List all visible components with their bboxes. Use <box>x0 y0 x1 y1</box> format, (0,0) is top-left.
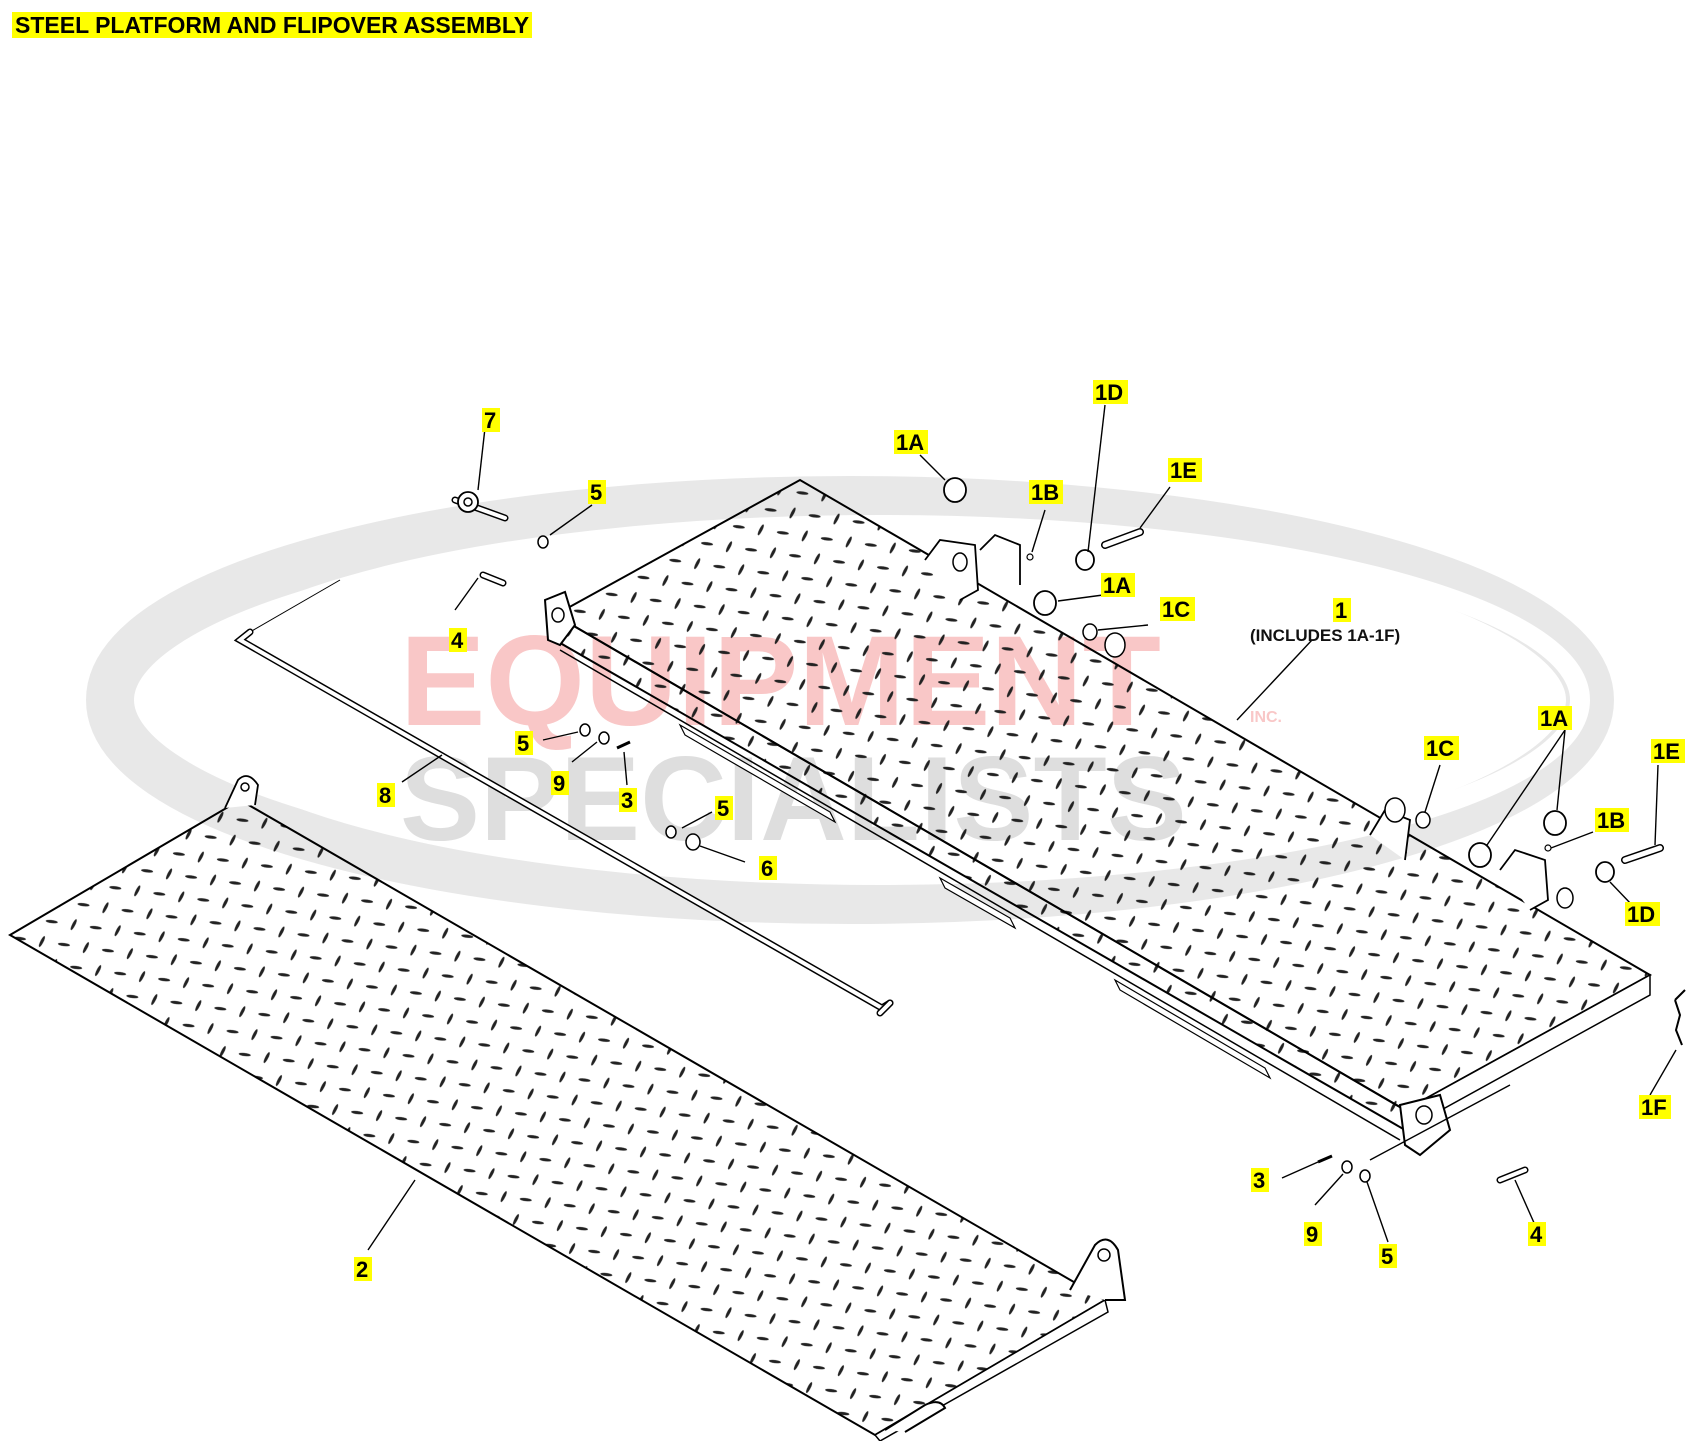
svg-text:8: 8 <box>379 783 391 808</box>
leader-lines <box>367 404 1677 1251</box>
callout-1C-mid: 1C <box>1160 597 1195 622</box>
callout-3-right: 3 <box>1251 1168 1269 1193</box>
svg-text:9: 9 <box>1306 1222 1318 1247</box>
callout-9-right: 9 <box>1304 1222 1322 1247</box>
svg-text:1A: 1A <box>1103 573 1131 598</box>
svg-text:1: 1 <box>1335 598 1347 623</box>
callout-1D-right: 1D <box>1625 902 1660 927</box>
svg-text:5: 5 <box>1381 1244 1393 1269</box>
svg-text:2: 2 <box>356 1257 368 1282</box>
callout-4-right: 4 <box>1528 1222 1546 1247</box>
callout-3-left: 3 <box>619 788 637 813</box>
callout-1D-top: 1D <box>1093 380 1128 405</box>
svg-text:6: 6 <box>761 856 773 881</box>
svg-text:5: 5 <box>717 796 729 821</box>
callout-5-left: 5 <box>515 731 533 756</box>
callout-1-note: (INCLUDES 1A-1F) <box>1250 626 1400 645</box>
callout-6: 6 <box>759 856 777 881</box>
callout-4: 4 <box>449 628 467 653</box>
callout-1: 1 <box>1333 598 1351 623</box>
watermark-swoosh-inner <box>170 515 1590 885</box>
svg-text:1B: 1B <box>1597 808 1625 833</box>
svg-text:7: 7 <box>484 408 496 433</box>
callout-5: 5 <box>588 480 606 505</box>
svg-text:1E: 1E <box>1170 458 1197 483</box>
callout-1E-top: 1E <box>1168 458 1202 483</box>
callout-1C-right: 1C <box>1424 736 1459 761</box>
svg-text:1C: 1C <box>1426 736 1454 761</box>
callout-1A-top: 1A <box>894 430 928 455</box>
hardware-parts <box>451 477 1686 1184</box>
svg-text:5: 5 <box>590 480 602 505</box>
callout-1A-mid: 1A <box>1101 573 1135 598</box>
callout-7: 7 <box>482 408 500 433</box>
callout-1F: 1F <box>1639 1095 1671 1120</box>
watermark-suffix: INC. <box>1250 709 1282 726</box>
svg-text:1F: 1F <box>1641 1095 1667 1120</box>
svg-text:1D: 1D <box>1627 902 1655 927</box>
callout-1E-right: 1E <box>1651 739 1685 764</box>
callout-9-left: 9 <box>551 771 569 796</box>
svg-text:3: 3 <box>1253 1168 1265 1193</box>
svg-text:1C: 1C <box>1162 597 1190 622</box>
callout-1B-top: 1B <box>1029 480 1063 505</box>
svg-text:1E: 1E <box>1653 739 1680 764</box>
svg-text:1A: 1A <box>1540 706 1568 731</box>
svg-text:1B: 1B <box>1031 480 1059 505</box>
page-title: STEEL PLATFORM AND FLIPOVER ASSEMBLY <box>12 12 533 38</box>
svg-text:1A: 1A <box>896 430 924 455</box>
callout-1B-right: 1B <box>1595 808 1629 833</box>
svg-text:9: 9 <box>553 771 565 796</box>
svg-text:4: 4 <box>451 628 464 653</box>
svg-text:1D: 1D <box>1095 380 1123 405</box>
callout-5-right: 5 <box>1379 1244 1397 1269</box>
flipover-platform <box>8 775 1127 1441</box>
callout-2: 2 <box>354 1257 372 1282</box>
svg-text:3: 3 <box>621 788 633 813</box>
torsion-rod <box>233 579 894 1017</box>
svg-text:4: 4 <box>1530 1222 1543 1247</box>
svg-text:5: 5 <box>517 731 529 756</box>
steel-platform <box>543 478 1653 1157</box>
callout-8: 8 <box>377 783 395 808</box>
callout-5-mid: 5 <box>715 796 733 821</box>
callout-1A-right: 1A <box>1538 706 1572 731</box>
